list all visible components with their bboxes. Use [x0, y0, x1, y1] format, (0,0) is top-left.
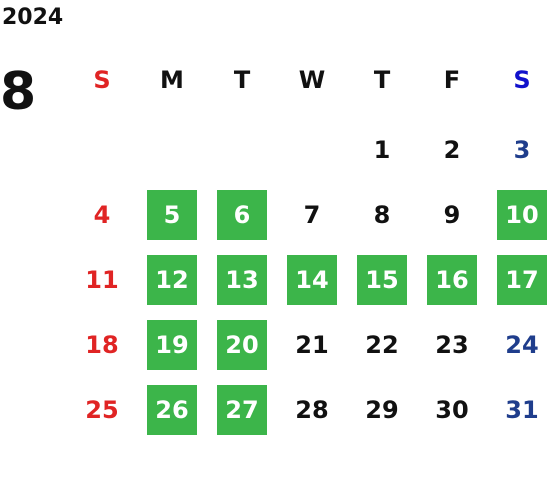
- year-label: 2024: [2, 5, 64, 30]
- weekday-label: S: [513, 66, 531, 94]
- day-number: 20: [217, 320, 267, 370]
- weekday-header-wed: W: [277, 55, 347, 105]
- day-number: 13: [217, 255, 267, 305]
- month-label: 8: [0, 62, 37, 122]
- day-number: [77, 125, 127, 175]
- day-cell: 30: [417, 385, 487, 435]
- week-row-2: 4 5 6 7 8 9 10: [67, 190, 548, 240]
- weekday-label: T: [373, 66, 391, 94]
- day-number: 9: [443, 201, 461, 229]
- weekday-label: T: [233, 66, 251, 94]
- day-cell: 22: [347, 320, 417, 370]
- day-number: 27: [217, 385, 267, 435]
- day-cell: 12: [137, 255, 207, 305]
- day-number: 22: [365, 331, 399, 359]
- day-number: 6: [217, 190, 267, 240]
- day-number: 30: [435, 396, 469, 424]
- day-number: [287, 125, 337, 175]
- day-cell: 28: [277, 385, 347, 435]
- day-number: [217, 125, 267, 175]
- day-cell: 3: [487, 125, 548, 175]
- day-number: 14: [287, 255, 337, 305]
- day-cell: 13: [207, 255, 277, 305]
- day-number: 23: [435, 331, 469, 359]
- day-cell: 15: [347, 255, 417, 305]
- day-number: 3: [513, 136, 531, 164]
- day-number: 28: [295, 396, 329, 424]
- week-row-1: 1 2 3: [67, 125, 548, 175]
- day-number: 7: [303, 201, 321, 229]
- week-row-5: 25 26 27 28 29 30 31: [67, 385, 548, 435]
- day-number: 21: [295, 331, 329, 359]
- day-cell: 6: [207, 190, 277, 240]
- day-number: 24: [505, 331, 539, 359]
- weekday-header-sat: S: [487, 55, 548, 105]
- day-number: 16: [427, 255, 477, 305]
- day-cell: 2: [417, 125, 487, 175]
- day-cell: [67, 125, 137, 175]
- day-cell: 26: [137, 385, 207, 435]
- day-cell: 29: [347, 385, 417, 435]
- weekday-label: W: [298, 66, 326, 94]
- weekday-header-tue: T: [207, 55, 277, 105]
- day-cell: 8: [347, 190, 417, 240]
- day-number: [147, 125, 197, 175]
- day-cell: 24: [487, 320, 548, 370]
- weekday-header-fri: F: [417, 55, 487, 105]
- day-cell: 23: [417, 320, 487, 370]
- day-number: 25: [85, 396, 119, 424]
- day-number: 8: [373, 201, 391, 229]
- weekday-header-mon: M: [137, 55, 207, 105]
- weekday-label: S: [93, 66, 111, 94]
- day-number: 15: [357, 255, 407, 305]
- day-cell: 18: [67, 320, 137, 370]
- weekday-header-thu: T: [347, 55, 417, 105]
- day-cell: 20: [207, 320, 277, 370]
- day-cell: [137, 125, 207, 175]
- day-number: 11: [85, 266, 119, 294]
- day-number: 12: [147, 255, 197, 305]
- day-cell: 25: [67, 385, 137, 435]
- day-cell: 17: [487, 255, 548, 305]
- day-number: 1: [373, 136, 391, 164]
- day-number: 19: [147, 320, 197, 370]
- day-cell: 7: [277, 190, 347, 240]
- week-row-4: 18 19 20 21 22 23 24: [67, 320, 548, 370]
- day-number: 17: [497, 255, 547, 305]
- day-cell: [277, 125, 347, 175]
- day-cell: 11: [67, 255, 137, 305]
- day-number: 2: [443, 136, 461, 164]
- day-cell: 31: [487, 385, 548, 435]
- day-number: 18: [85, 331, 119, 359]
- weekday-label: M: [160, 66, 184, 94]
- day-cell: 10: [487, 190, 548, 240]
- day-number: 5: [147, 190, 197, 240]
- day-cell: 19: [137, 320, 207, 370]
- day-number: 31: [505, 396, 539, 424]
- day-cell: 1: [347, 125, 417, 175]
- day-number: 26: [147, 385, 197, 435]
- day-cell: 5: [137, 190, 207, 240]
- day-number: 10: [497, 190, 547, 240]
- day-cell: [207, 125, 277, 175]
- day-number: 4: [93, 201, 111, 229]
- day-cell: 4: [67, 190, 137, 240]
- weekday-header-row: S M T W T F S: [67, 55, 548, 105]
- day-cell: 16: [417, 255, 487, 305]
- weekday-label: F: [443, 66, 461, 94]
- weekday-header-sun: S: [67, 55, 137, 105]
- week-row-3: 11 12 13 14 15 16 17: [67, 255, 548, 305]
- day-cell: 14: [277, 255, 347, 305]
- day-number: 29: [365, 396, 399, 424]
- day-cell: 21: [277, 320, 347, 370]
- day-cell: 9: [417, 190, 487, 240]
- day-cell: 27: [207, 385, 277, 435]
